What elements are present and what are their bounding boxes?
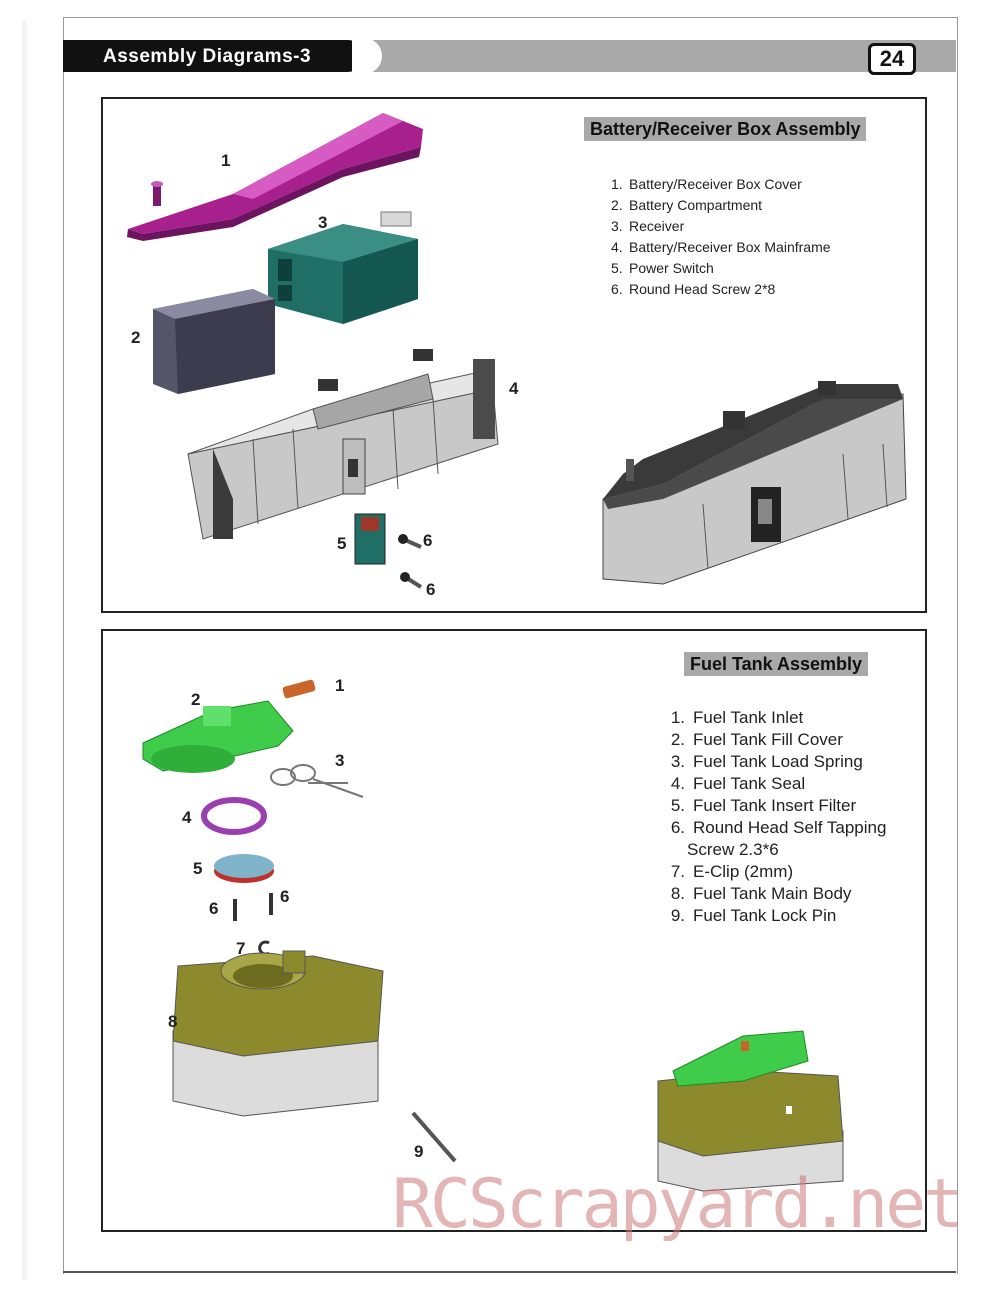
callout-6a: 6 [423, 531, 433, 550]
page-edge-strip [22, 20, 27, 1280]
receiver-part [268, 211, 418, 324]
assembled-fuel-tank [657, 1030, 844, 1192]
assembled-battery-box [602, 381, 907, 585]
insert-filter-part [214, 854, 274, 883]
page-frame [63, 17, 958, 1274]
battery-receiver-panel: Battery/Receiver Box Assembly 1.Battery/… [101, 97, 927, 613]
list-item: 5.Power Switch [611, 260, 714, 276]
battery-parts-list: 1.Battery/Receiver Box Cover 2.Battery C… [611, 174, 831, 300]
battery-exploded-diagram [127, 113, 907, 589]
fuel-inlet-part [282, 679, 316, 699]
fill-cover-part [142, 700, 294, 773]
screws-part [398, 534, 423, 589]
battery-compartment-part [153, 289, 275, 394]
list-item: 5.Fuel Tank Insert Filter [670, 796, 857, 815]
callout-6a: 6 [209, 899, 219, 918]
callout-8: 8 [168, 1012, 178, 1031]
bottom-rule [63, 1271, 956, 1273]
list-item: 9.Fuel Tank Lock Pin [670, 906, 837, 925]
battery-section-heading: Battery/Receiver Box Assembly [584, 117, 867, 141]
callout-5: 5 [193, 859, 203, 878]
fuel-seal-part [201, 797, 267, 835]
list-item: 2.Battery Compartment [611, 197, 763, 213]
list-item-continuation: Screw 2.3*6 [687, 840, 779, 859]
mainframe-part [187, 349, 499, 540]
list-item: 4.Fuel Tank Seal [670, 774, 806, 793]
header-divider-arc [352, 38, 382, 74]
header-title-tab [63, 40, 363, 72]
callout-6b: 6 [280, 887, 290, 906]
page-title: Assembly Diagrams-3 [103, 46, 312, 67]
list-item: 6.Round Head Screw 2*8 [611, 281, 776, 297]
callout-5: 5 [337, 534, 347, 553]
callout-4: 4 [182, 808, 192, 827]
callout-3: 3 [335, 751, 345, 770]
fuel-tank-exploded-diagram [142, 679, 844, 1192]
list-item: 6.Round Head Self Tapping [670, 818, 887, 837]
tapping-screws-part [233, 893, 273, 921]
fuel-section-heading: Fuel Tank Assembly [684, 652, 869, 676]
tank-main-body-part [172, 950, 384, 1117]
watermark: RCScrapyard.net [392, 1165, 964, 1244]
fuel-tank-panel: Fuel Tank Assembly 1.Fuel Tank Inlet 2.F… [101, 629, 927, 1232]
callout-4: 4 [509, 379, 519, 398]
lock-pin-part [411, 1111, 457, 1163]
e-clip-part [258, 940, 270, 956]
load-spring-part [270, 764, 364, 798]
list-item: 4.Battery/Receiver Box Mainframe [611, 239, 831, 255]
power-switch-part [354, 513, 386, 565]
fuel-parts-list: 1.Fuel Tank Inlet 2.Fuel Tank Fill Cover… [660, 707, 887, 927]
callout-9: 9 [414, 1142, 424, 1161]
list-item: 2.Fuel Tank Fill Cover [670, 730, 843, 749]
callout-7: 7 [236, 939, 246, 958]
list-item: 1.Battery/Receiver Box Cover [611, 176, 802, 192]
callout-3: 3 [318, 213, 328, 232]
callout-1: 1 [221, 151, 231, 170]
box-cover-part [127, 113, 423, 241]
list-item: 7.E-Clip (2mm) [670, 862, 794, 881]
callout-1: 1 [335, 676, 345, 695]
list-item: 3.Receiver [611, 218, 685, 234]
list-item: 1.Fuel Tank Inlet [670, 708, 804, 727]
page-number: 24 [868, 43, 916, 75]
callout-2: 2 [191, 690, 201, 709]
list-item: 8.Fuel Tank Main Body [670, 884, 852, 903]
list-item: 3.Fuel Tank Load Spring [670, 752, 863, 771]
callout-6b: 6 [426, 580, 436, 599]
callout-2: 2 [131, 328, 141, 347]
